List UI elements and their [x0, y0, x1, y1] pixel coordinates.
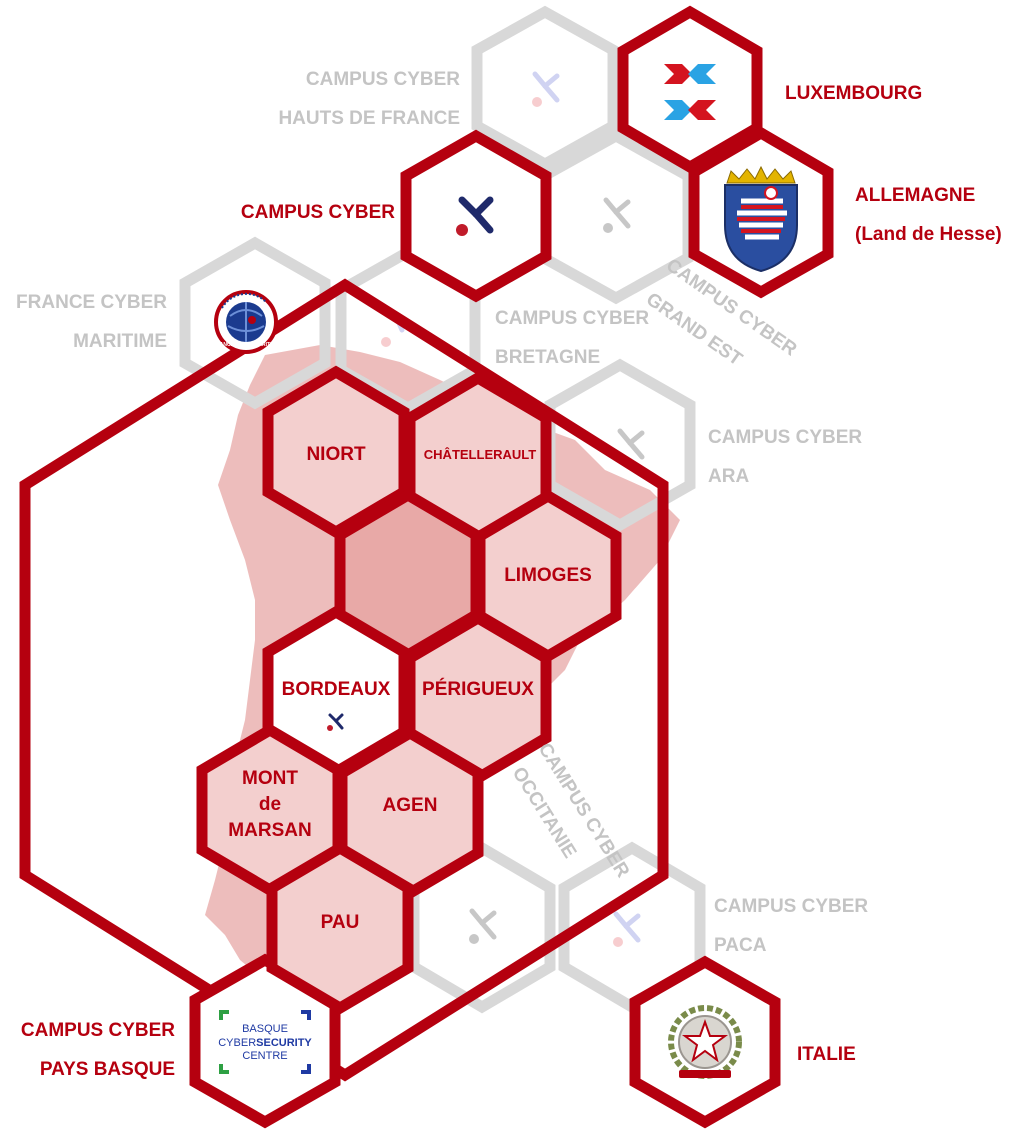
label-france-maritime-line1: FRANCE CYBER: [16, 292, 167, 313]
city-hexagons: [196, 365, 622, 1015]
france-cyber-maritime-logo-text: FRANCE CYBER MARITIME: [213, 342, 279, 348]
campus-cyber-logo-icon: [456, 196, 494, 236]
label-mont-de-marsan-line1: MONT: [242, 768, 298, 789]
label-agen: AGEN: [383, 795, 438, 816]
basque-logo-line2b: SECURITY: [256, 1037, 312, 1049]
italy-emblem-icon: [668, 1005, 742, 1079]
hex-ara[interactable]: [544, 358, 696, 532]
campus-icon-hauts-de-france: [532, 71, 560, 107]
nouvelle-aquitaine-outline: [19, 278, 669, 1082]
label-perigueux: PÉRIGUEUX: [422, 678, 534, 700]
hesse-coat-of-arms-icon: [724, 165, 798, 273]
basque-logo-line1: BASQUE: [242, 1023, 288, 1035]
label-campus-cyber: CAMPUS CYBER: [241, 202, 395, 223]
label-bretagne-line2: BRETAGNE: [495, 347, 600, 368]
basque-cybersecurity-logo-icon: BASQUE CYBERSECURITY CENTRE: [218, 1010, 312, 1074]
label-pau: PAU: [321, 912, 360, 933]
bordeaux-campus-icon: [327, 713, 344, 731]
label-france-maritime-line2: MARITIME: [73, 331, 167, 352]
hex-pau[interactable]: [266, 841, 414, 1015]
campus-icon-occitanie: [469, 908, 497, 944]
label-ara-line2: ARA: [708, 466, 749, 487]
label-hauts-de-france-line2: HAUTS DE FRANCE: [278, 108, 460, 129]
label-hauts-de-france-line1: CAMPUS CYBER: [306, 69, 460, 90]
label-italie: ITALIE: [797, 1044, 856, 1065]
label-allemagne: ALLEMAGNE: [855, 185, 975, 206]
label-pays-basque-line1: CAMPUS CYBER: [21, 1020, 175, 1041]
campus-icon-grand-est: [603, 197, 631, 233]
label-paca-line2: PACA: [714, 935, 767, 956]
campus-icon-paca: [613, 911, 641, 947]
basque-logo-line2: CYBERSECURITY: [218, 1037, 312, 1049]
hex-luxembourg[interactable]: [617, 5, 763, 174]
label-allemagne-hesse: (Land de Hesse): [855, 224, 1002, 245]
campus-icon-ara: [617, 428, 645, 460]
hex-hauts-de-france[interactable]: [471, 5, 619, 171]
label-bordeaux: BORDEAUX: [282, 679, 391, 700]
label-ara-line1: CAMPUS CYBER: [708, 427, 862, 448]
hex-france-cyber-maritime[interactable]: [179, 236, 331, 410]
label-mont-de-marsan-line2: de: [259, 794, 281, 815]
france-cyber-maritime-logo-icon: FRANCE CYBER MARITIME: [213, 290, 280, 354]
label-niort: NIORT: [306, 444, 366, 465]
label-mont-de-marsan-line3: MARSAN: [228, 820, 311, 841]
label-limoges: LIMOGES: [504, 565, 592, 586]
luxembourg-logo-icon: [664, 64, 716, 120]
label-pays-basque-line2: PAYS BASQUE: [40, 1059, 175, 1080]
label-chatellerault: CHÂTELLERAULT: [424, 447, 536, 462]
label-luxembourg: LUXEMBOURG: [785, 83, 922, 104]
basque-logo-line2a: CYBER: [218, 1037, 256, 1049]
faded-campus-icons: [381, 71, 645, 947]
label-paca-line1: CAMPUS CYBER: [714, 896, 868, 917]
basque-logo-line3: CENTRE: [242, 1050, 287, 1062]
label-bretagne-line1: CAMPUS CYBER: [495, 308, 649, 329]
